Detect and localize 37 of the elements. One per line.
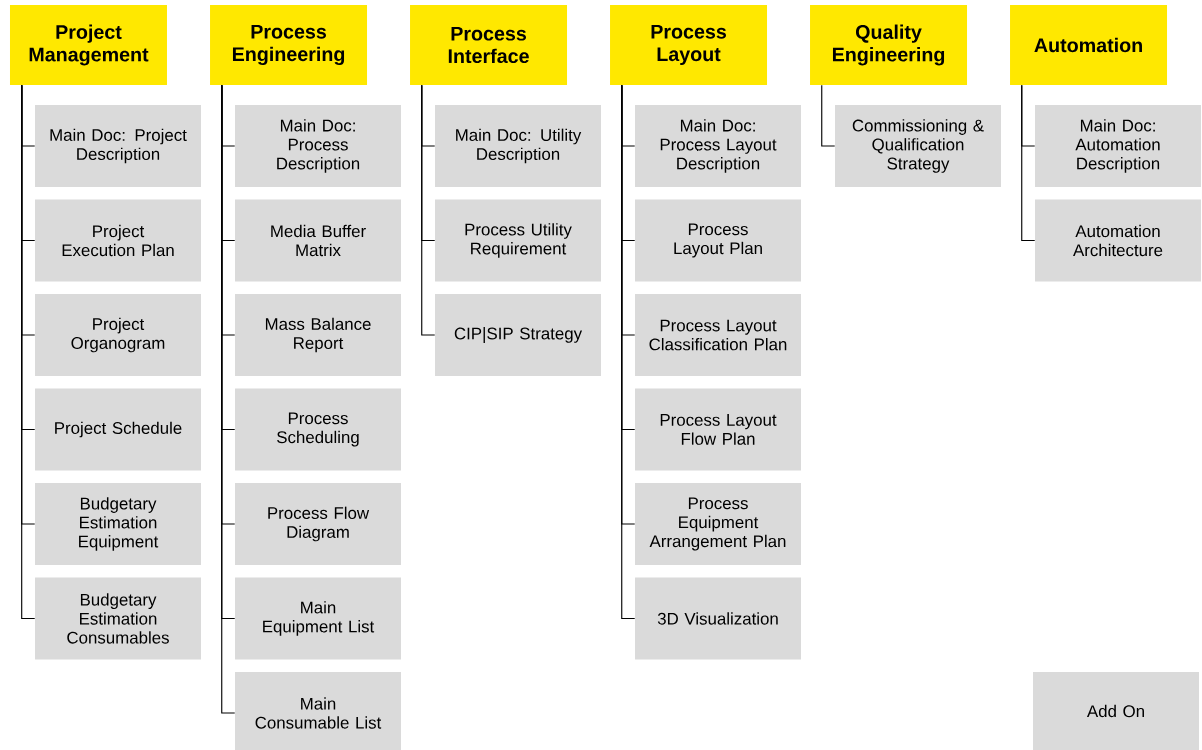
document-box: Budgetary Estimation Consumables — [35, 577, 201, 660]
document-box: Process Layout Plan — [635, 199, 801, 282]
document-box: Process Flow Diagram — [235, 483, 401, 565]
document-box: CIP|SIP Strategy — [435, 294, 601, 376]
document-box: Process Scheduling — [235, 388, 401, 471]
document-box: Project Schedule — [35, 388, 201, 471]
connector-line — [621, 84, 636, 620]
document-box: Process Utility Requirement — [435, 199, 601, 282]
connector-line — [21, 84, 36, 620]
connector-line — [821, 84, 836, 147]
document-box: Add On — [1033, 672, 1199, 750]
document-box: Main Doc: Process Layout Description — [635, 105, 801, 187]
document-box: Main Doc: Process Description — [235, 105, 401, 187]
category-header: Automation — [1010, 5, 1168, 85]
document-box: Mass Balance Report — [235, 294, 401, 376]
category-header: Process Engineering — [210, 5, 368, 85]
category-header: Process Interface — [410, 5, 568, 85]
document-box: Main Doc: Utility Description — [435, 105, 601, 187]
connector-line — [421, 84, 436, 336]
document-box: Main Equipment List — [235, 577, 401, 660]
document-box: Media Buffer Matrix — [235, 199, 401, 282]
document-box: Main Consumable List — [235, 672, 401, 750]
document-box: Process Layout Flow Plan — [635, 388, 801, 471]
document-box: Project Execution Plan — [35, 199, 201, 282]
document-box: Budgetary Estimation Equipment — [35, 483, 201, 565]
category-header: Project Management — [10, 5, 167, 85]
document-box: Process Equipment Arrangement Plan — [635, 483, 801, 565]
category-header: Process Layout — [610, 5, 768, 85]
document-box: Automation Architecture — [1035, 199, 1201, 282]
document-box: 3D Visualization — [635, 577, 801, 660]
document-box: Project Organogram — [35, 294, 201, 376]
document-box: Main Doc: Project Description — [35, 105, 201, 187]
connector-line — [1021, 84, 1036, 242]
category-header: Quality Engineering — [810, 5, 968, 85]
document-box: Commissioning & Qualification Strategy — [835, 105, 1001, 187]
document-box: Main Doc: Automation Description — [1035, 105, 1201, 187]
document-box: Process Layout Classification Plan — [635, 294, 801, 376]
